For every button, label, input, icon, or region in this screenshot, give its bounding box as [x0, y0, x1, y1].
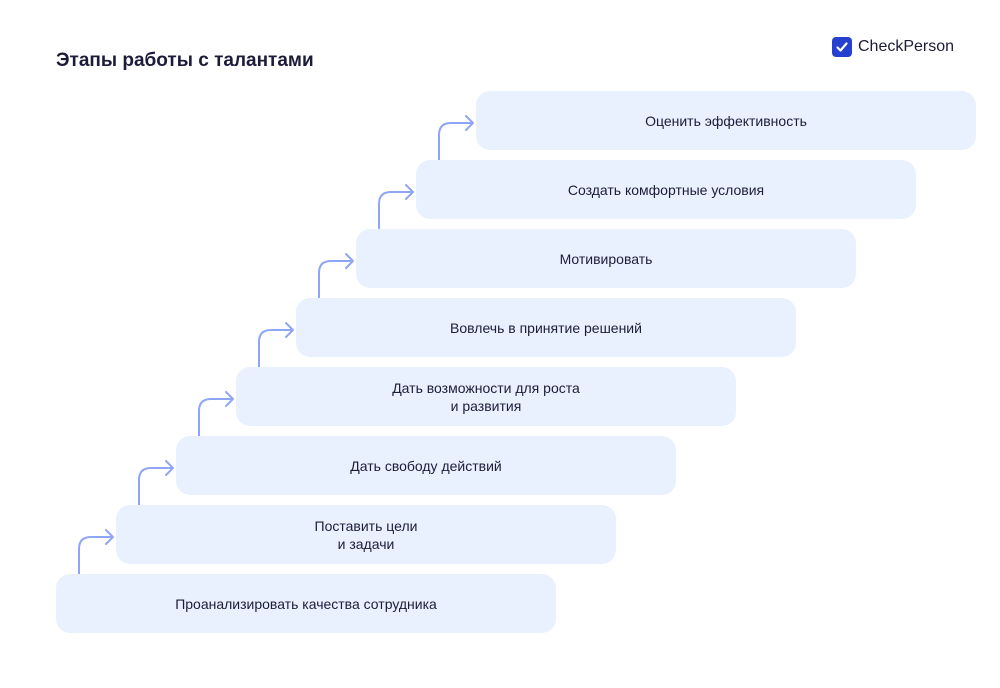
step-3: Дать свободу действий [176, 436, 676, 495]
page-title: Этапы работы с талантами [56, 50, 314, 71]
step-5: Вовлечь в принятие решений [296, 298, 796, 357]
step-2: Поставить цели и задачи [116, 505, 616, 564]
step-7: Создать комфортные условия [416, 160, 916, 219]
step-6: Мотивировать [356, 229, 856, 288]
arrow-icon [78, 529, 114, 575]
step-1: Проанализировать качества сотрудника [56, 574, 556, 633]
step-label: Вовлечь в принятие решений [450, 319, 642, 336]
step-label: Дать свободу действий [350, 457, 502, 474]
step-4: Дать возможности для роста и развития [236, 367, 736, 426]
arrow-icon [258, 322, 294, 368]
step-label: Поставить цели и задачи [314, 517, 418, 552]
step-8: Оценить эффективность [476, 91, 976, 150]
arrow-icon [198, 391, 234, 437]
arrow-icon [378, 184, 414, 230]
step-label: Проанализировать качества сотрудника [175, 595, 437, 612]
step-label: Оценить эффективность [645, 112, 807, 129]
arrow-icon [438, 115, 474, 161]
logo-text: CheckPerson [858, 38, 955, 55]
checkperson-logo: CheckPerson [832, 37, 954, 57]
arrow-icon [318, 253, 354, 299]
arrow-icon [138, 460, 174, 506]
step-label: Мотивировать [559, 250, 653, 267]
step-label: Создать комфортные условия [567, 181, 765, 198]
step-label: Дать возможности для роста и развития [392, 379, 580, 414]
checkmark-icon [832, 37, 852, 57]
